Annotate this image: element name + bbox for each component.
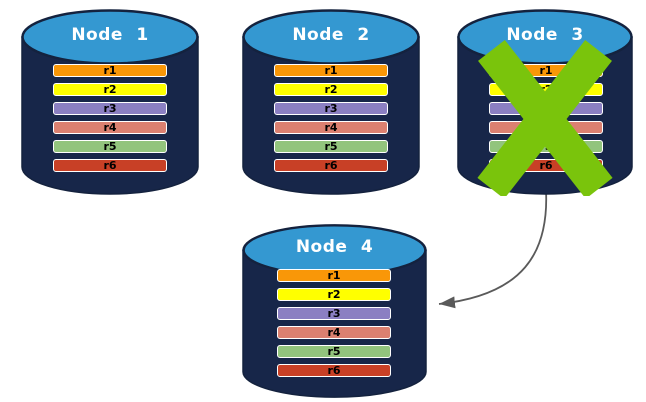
- record-r6: r6: [53, 159, 167, 172]
- record-r3: r3: [277, 307, 391, 320]
- record-r2: r2: [277, 288, 391, 301]
- node-title: Node 1: [71, 25, 149, 45]
- record-r6: r6: [274, 159, 388, 172]
- record-r1: r1: [274, 64, 388, 77]
- record-list: r1 r2 r3 r4 r5 r6: [277, 269, 391, 383]
- x-mark-icon: [477, 39, 613, 196]
- record-r1: r1: [277, 269, 391, 282]
- record-r4: r4: [277, 326, 391, 339]
- record-r5: r5: [53, 140, 167, 153]
- node-title: Node 3: [506, 25, 584, 45]
- record-r5: r5: [277, 345, 391, 358]
- record-r2: r2: [274, 83, 388, 96]
- node-title: Node 2: [292, 25, 370, 45]
- record-list: r1 r2 r3 r4 r5 r6: [53, 64, 167, 178]
- record-r6: r6: [277, 364, 391, 377]
- failover-arrow: [438, 189, 548, 309]
- record-list: r1 r2 r3 r4 r5 r6: [274, 64, 388, 178]
- record-r5: r5: [274, 140, 388, 153]
- node-1: Node 1 r1 r2 r3 r4 r5 r6: [21, 8, 199, 196]
- record-r3: r3: [53, 102, 167, 115]
- record-r1: r1: [53, 64, 167, 77]
- database-cylinder-icon: [242, 224, 427, 398]
- record-r4: r4: [53, 121, 167, 134]
- node-title: Node 4: [295, 237, 374, 257]
- record-r4: r4: [274, 121, 388, 134]
- record-r3: r3: [274, 102, 388, 115]
- record-r2: r2: [53, 83, 167, 96]
- node-2: Node 2 r1 r2 r3 r4 r5 r6: [242, 8, 420, 196]
- node-4: Node 4 r1 r2 r3 r4 r5 r6: [242, 223, 427, 399]
